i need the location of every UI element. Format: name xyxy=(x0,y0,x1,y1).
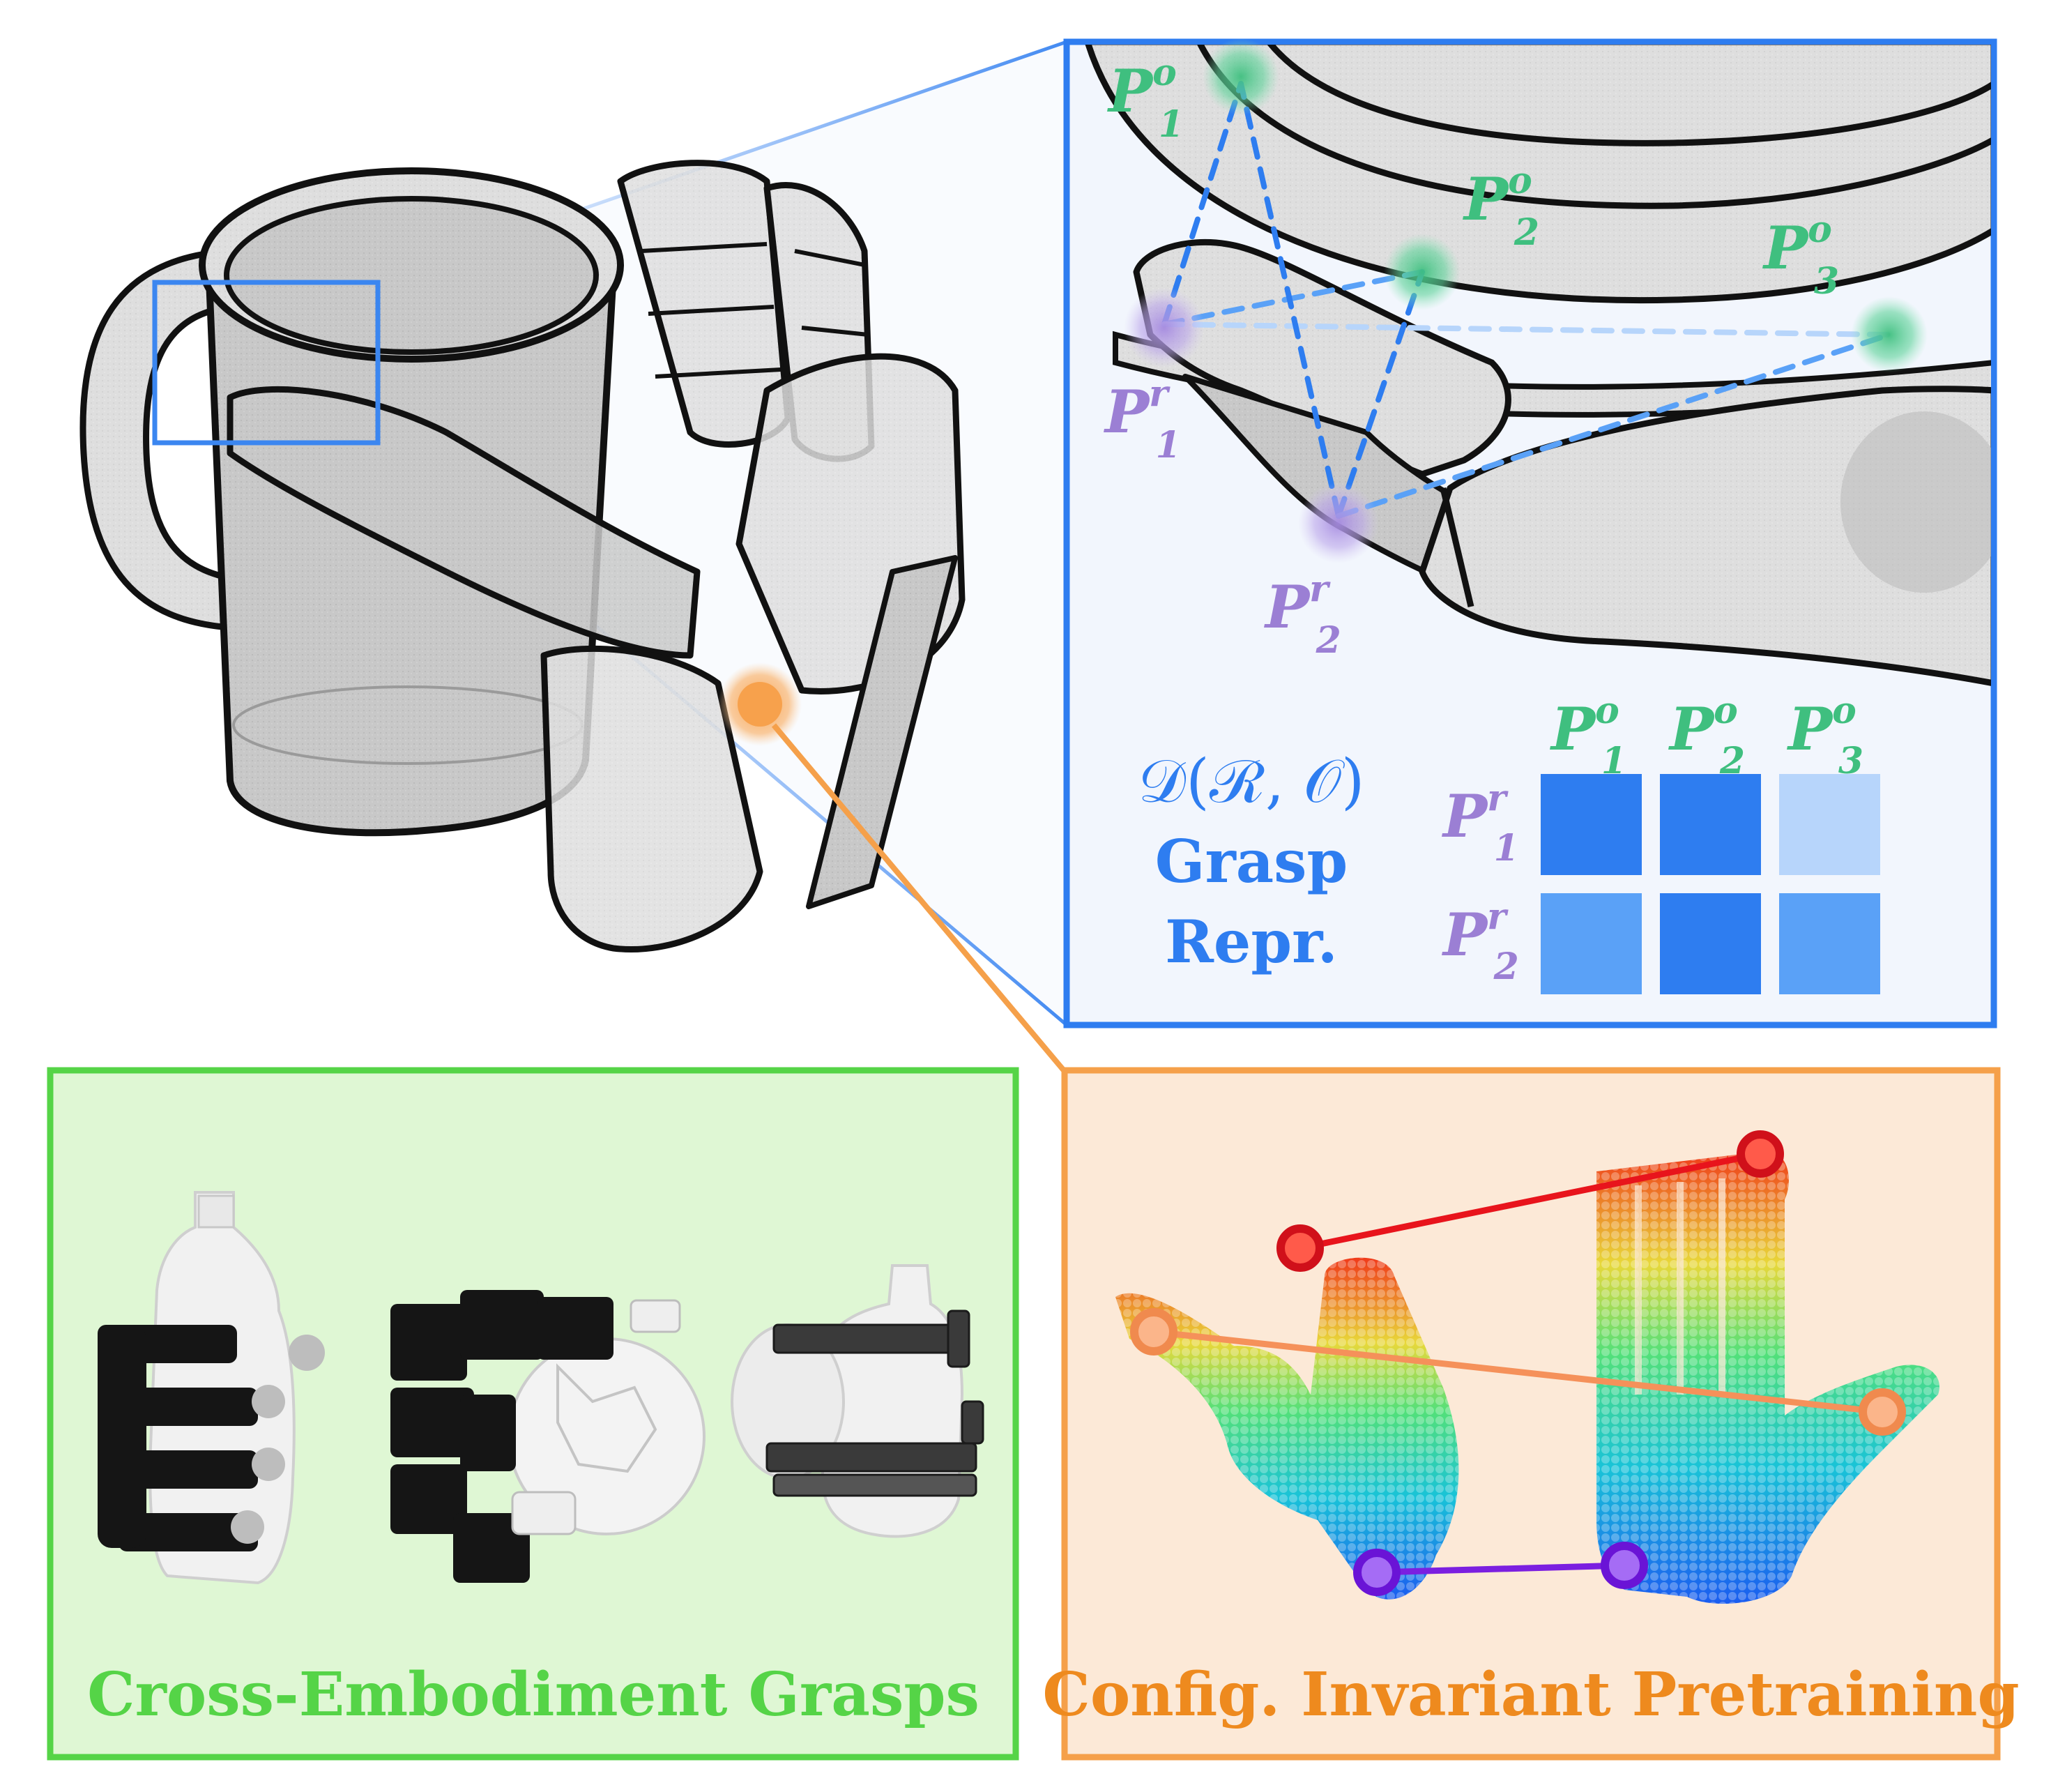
object-point-1-glow xyxy=(1203,38,1279,115)
edge-r2-o1 xyxy=(1238,81,1341,519)
mug-hand-illustration xyxy=(79,40,1069,1076)
pretraining-title: Config. Invariant Pretraining xyxy=(1042,1660,2019,1730)
endpoint-orange-right xyxy=(1859,1388,1906,1436)
contact-leader-line xyxy=(771,723,1069,1076)
parallel-gripper xyxy=(765,1309,984,1497)
pair-line-red xyxy=(1299,1151,1761,1252)
edge-r2-o3 xyxy=(1336,332,1892,519)
white-links-2 xyxy=(511,1299,681,1535)
mug-handle xyxy=(79,248,241,631)
endpoint-red-left xyxy=(1276,1224,1324,1272)
mug-rim-inner xyxy=(224,196,599,355)
endpoint-purple-left xyxy=(1353,1549,1401,1596)
pair-line-orange xyxy=(1153,1328,1883,1415)
edge-r1-o1 xyxy=(1161,81,1244,327)
finger-gaps xyxy=(1635,1178,1725,1395)
zoom-finger-tip xyxy=(1840,411,1991,593)
grasp-label-line2: Repr. xyxy=(1165,907,1338,976)
hand-finger-1 xyxy=(617,160,791,448)
point-cloud-right-hand xyxy=(1596,1151,1939,1604)
distance-matrix xyxy=(1541,774,1880,994)
hand-base xyxy=(540,645,763,952)
object-point-2-glow xyxy=(1384,234,1461,310)
zoom-source-rect xyxy=(152,280,381,446)
edge-r2-o2 xyxy=(1336,269,1425,519)
object-point-3-glow xyxy=(1851,296,1928,373)
zoom-rim-inner xyxy=(1267,45,1991,146)
black-hand-fingers-1 xyxy=(98,1325,258,1551)
edge-r1-o3 xyxy=(1161,321,1892,337)
grasp-example-1 xyxy=(98,1191,325,1585)
black-hand-2 xyxy=(390,1290,613,1583)
pair-endpoints xyxy=(1130,1130,1906,1596)
matrix-cell-r2-c1 xyxy=(1541,893,1642,994)
zoom-thumb-top xyxy=(1133,238,1511,478)
correspondence-lines xyxy=(1161,81,1892,519)
point-cloud-left-hand xyxy=(1115,1257,1459,1600)
edge-r1-o2 xyxy=(1161,269,1425,327)
contact-point xyxy=(738,682,782,727)
pair-line-purple xyxy=(1376,1562,1625,1576)
zoom-finger-crease xyxy=(1440,487,1474,608)
hand-wrist-plate xyxy=(806,555,958,909)
finger-joint-lines xyxy=(641,242,869,379)
grasp-example-3 xyxy=(731,1264,984,1538)
matrix-cell-r2-c3 xyxy=(1779,893,1880,994)
grasp-label-line1: Grasp xyxy=(1155,827,1348,896)
endpoint-red-right xyxy=(1737,1130,1784,1178)
matrix-cell-r1-c1 xyxy=(1541,774,1642,875)
matrix-cell-r1-c3 xyxy=(1779,774,1880,875)
matrix-cell-r2-c2 xyxy=(1660,893,1761,994)
bottle-1-cap xyxy=(197,1194,235,1229)
robot-point-1-glow xyxy=(1124,287,1205,368)
cross-embodiment-title: Cross-Embodiment Grasps xyxy=(87,1660,979,1730)
zoom-rim-outer xyxy=(1085,45,1991,304)
finger-tips-1 xyxy=(231,1335,325,1544)
endpoint-purple-right xyxy=(1601,1542,1648,1589)
ball-seams xyxy=(556,1363,657,1473)
endpoint-orange-left xyxy=(1130,1308,1177,1356)
cross-embodiment-panel: Cross-Embodiment Grasps xyxy=(47,1067,1019,1761)
pretraining-panel: Config. Invariant Pretraining xyxy=(1042,1067,2020,1761)
zoom-rim-mid xyxy=(1197,45,1991,209)
matrix-cell-r1-c2 xyxy=(1660,774,1761,875)
grasp-example-2 xyxy=(390,1290,706,1583)
zoom-finger xyxy=(1419,386,1991,686)
distance-formula: 𝒟(ℛ, 𝒪) xyxy=(1138,747,1365,817)
robot-point-2-glow xyxy=(1298,483,1379,563)
